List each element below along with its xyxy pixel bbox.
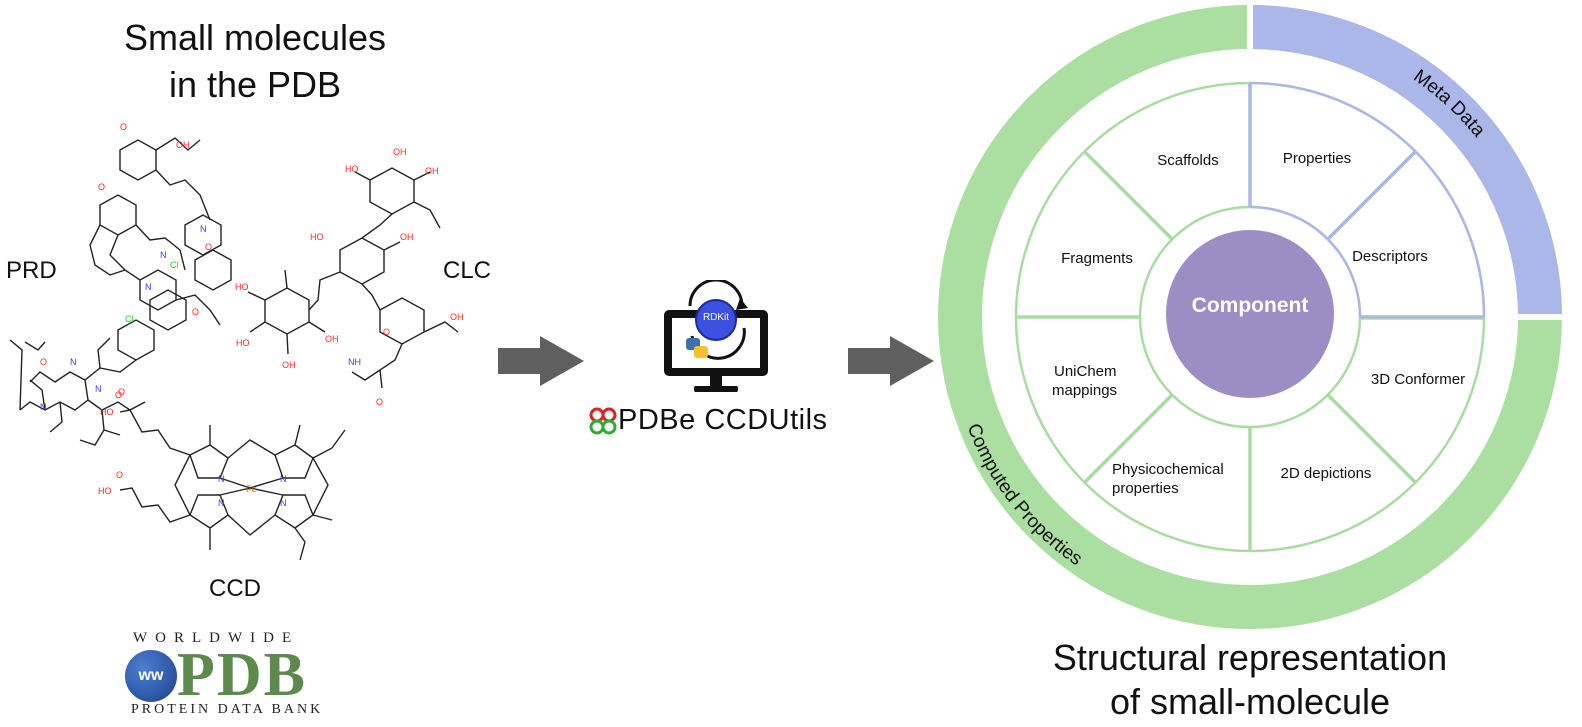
monitor-icon xyxy=(664,280,768,392)
rdkit-badge: RDKit xyxy=(702,312,730,323)
svg-text:O: O xyxy=(205,242,212,252)
right-title-line1: Structural representation xyxy=(1052,637,1448,678)
svg-text:N: N xyxy=(218,474,225,484)
arrow-right-icon-2 xyxy=(848,336,934,386)
svg-text:N: N xyxy=(95,384,102,394)
ccd-structure xyxy=(119,409,346,561)
right-title-line2: of small-molecule xyxy=(1109,681,1391,722)
svg-text:OH: OH xyxy=(282,360,296,370)
wwpdb-bottom-text: PROTEIN DATA BANK xyxy=(131,702,324,717)
svg-text:N: N xyxy=(218,498,225,508)
svg-text:N: N xyxy=(200,224,207,234)
svg-text:N: N xyxy=(280,498,287,508)
svg-text:N: N xyxy=(160,250,167,260)
segment-2d-depictions: 2D depictions xyxy=(1280,465,1372,482)
svg-text:N: N xyxy=(145,282,152,292)
arrow-right-icon xyxy=(498,336,584,386)
wwpdb-badge-text: ww xyxy=(138,667,164,684)
meta-data-ring xyxy=(1249,5,1562,318)
wwpdb-logo: WORLDWIDE ww PDB PROTEIN DATA BANK xyxy=(125,630,375,722)
svg-text:O: O xyxy=(116,470,123,480)
svg-text:O: O xyxy=(120,122,127,132)
molecule-drawings: O OH O N N O Cl N O Cl N O N N O OH HO O… xyxy=(9,122,464,561)
svg-text:OH: OH xyxy=(400,232,414,242)
svg-text:HO: HO xyxy=(236,338,250,348)
svg-text:O: O xyxy=(115,390,122,400)
segment-physchem-line1: Physicochemical xyxy=(1112,461,1224,478)
svg-text:HO: HO xyxy=(345,164,359,174)
svg-text:O: O xyxy=(383,327,390,337)
svg-text:O: O xyxy=(40,357,47,367)
segment-descriptors: Descriptors xyxy=(1352,248,1428,265)
svg-text:OH: OH xyxy=(325,334,339,344)
segment-fragments: Fragments xyxy=(1061,250,1133,267)
svg-text:OH: OH xyxy=(393,147,407,157)
svg-text:HO: HO xyxy=(98,486,112,496)
svg-text:NH: NH xyxy=(348,357,361,367)
svg-text:N: N xyxy=(40,402,47,412)
segment-3d-conformer: 3D Conformer xyxy=(1370,371,1466,388)
atom-labels: O OH O N N O Cl N O Cl N O N N O OH HO O… xyxy=(40,122,464,508)
svg-text:OH: OH xyxy=(450,312,464,322)
ccd-label: CCD xyxy=(209,575,261,602)
svg-text:HO: HO xyxy=(100,407,114,417)
svg-text:N: N xyxy=(280,474,287,484)
svg-text:Cl: Cl xyxy=(125,314,134,324)
svg-text:OH: OH xyxy=(176,140,190,150)
svg-text:N: N xyxy=(70,357,77,367)
prd-structure xyxy=(9,137,232,446)
segment-physicochemical: Physicochemical properties xyxy=(1112,460,1252,498)
left-title-line1: Small molecules xyxy=(123,17,387,58)
svg-text:O: O xyxy=(98,182,105,192)
left-title-line2: in the PDB xyxy=(168,64,342,105)
wwpdb-top-text: WORLDWIDE xyxy=(133,630,300,646)
left-title: Small molecules in the PDB xyxy=(60,14,450,108)
svg-text:O: O xyxy=(192,307,199,317)
segment-unichem-line2: mappings xyxy=(1052,382,1118,399)
segment-physchem-line2: properties xyxy=(1112,480,1179,497)
tool-name: PDBe CCDUtils xyxy=(618,404,828,436)
globe-icon: ww xyxy=(125,650,177,702)
wwpdb-main-text: PDB xyxy=(177,641,307,709)
segment-scaffolds: Scaffolds xyxy=(1157,152,1219,169)
right-title: Structural representation of small-molec… xyxy=(1000,636,1500,724)
segment-properties: Properties xyxy=(1282,150,1352,167)
svg-text:OH: OH xyxy=(425,166,439,176)
component-label: Component xyxy=(1191,294,1309,317)
pdbe-logo-icon xyxy=(589,407,617,435)
segment-unichem-line1: UniChem xyxy=(1054,363,1117,380)
svg-text:Cl: Cl xyxy=(170,260,179,270)
segment-unichem: UniChem mappings xyxy=(1030,362,1150,400)
component-core xyxy=(1166,230,1334,398)
svg-text:HO: HO xyxy=(235,282,249,292)
prd-label: PRD xyxy=(6,257,57,284)
svg-text:HO: HO xyxy=(310,232,324,242)
svg-text:O: O xyxy=(376,397,383,407)
component-wheel: Meta Data Computed Properties xyxy=(938,0,1582,629)
svg-text:O: O xyxy=(118,387,125,397)
clc-label: CLC xyxy=(443,257,492,284)
clc-structure xyxy=(247,167,459,389)
svg-text:Fe: Fe xyxy=(246,484,257,494)
